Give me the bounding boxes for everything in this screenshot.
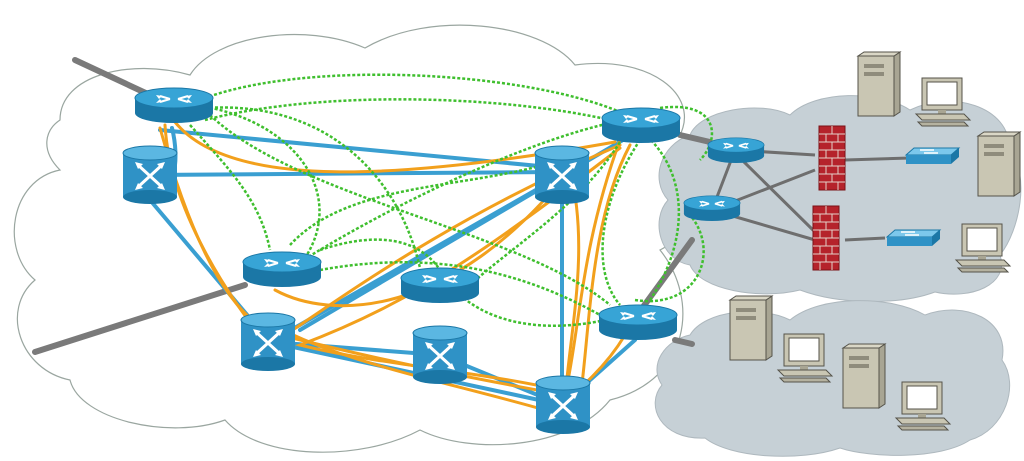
logical-link-6 (189, 124, 272, 251)
logical-link-4 (204, 106, 422, 269)
optical-switch-c[interactable] (239, 311, 297, 373)
workstation-4[interactable] (895, 381, 951, 431)
optical-switch-d[interactable] (411, 324, 469, 386)
logical-link-15 (639, 129, 681, 301)
logical-link-12 (601, 139, 642, 306)
lan-switch-upper[interactable] (905, 147, 960, 165)
site-cloud-lower (654, 300, 1011, 457)
server-1[interactable] (857, 51, 901, 117)
router-f[interactable] (707, 137, 765, 164)
logical-link-7 (299, 120, 616, 264)
firewall-lower[interactable] (812, 205, 840, 271)
firewall-upper[interactable] (818, 125, 846, 191)
logical-link-3 (194, 103, 321, 266)
lightpath-7 (263, 318, 627, 412)
site-link-7 (844, 236, 886, 242)
workstation-1[interactable] (915, 77, 971, 127)
optical-switch-e[interactable] (534, 374, 592, 436)
logical-link-10 (469, 124, 632, 286)
site-link-6 (844, 156, 911, 162)
lan-switch-lower[interactable] (886, 229, 941, 247)
logical-link-8 (319, 238, 442, 271)
access-link-upstream (72, 57, 153, 98)
access-link-site-upper (677, 132, 713, 145)
lightpath-6 (578, 143, 632, 402)
logical-link-11 (459, 294, 606, 327)
lightpath-3 (173, 120, 617, 174)
workstation-3[interactable] (777, 333, 833, 383)
logical-link-1 (199, 73, 621, 114)
router-c[interactable] (241, 250, 323, 289)
logical-link-9 (319, 261, 601, 317)
server-4[interactable] (842, 343, 886, 409)
workstation-2[interactable] (955, 223, 1011, 273)
logical-link-16 (289, 158, 561, 246)
router-e[interactable] (597, 303, 679, 342)
router-g[interactable] (683, 195, 741, 222)
router-b[interactable] (600, 106, 682, 145)
router-d[interactable] (399, 266, 481, 305)
logical-link-2 (204, 98, 611, 122)
optical-switch-a[interactable] (121, 144, 179, 206)
logical-link-13 (659, 105, 714, 161)
logical-link-14 (634, 214, 705, 303)
site-link-3 (738, 156, 817, 234)
server-3[interactable] (729, 295, 773, 361)
access-link-upstream-2 (32, 282, 248, 355)
access-link-site-lower-2 (672, 337, 695, 347)
server-2[interactable] (977, 131, 1021, 197)
logical-links (189, 73, 714, 327)
router-a[interactable] (133, 86, 215, 125)
optical-switch-b[interactable] (533, 144, 591, 206)
